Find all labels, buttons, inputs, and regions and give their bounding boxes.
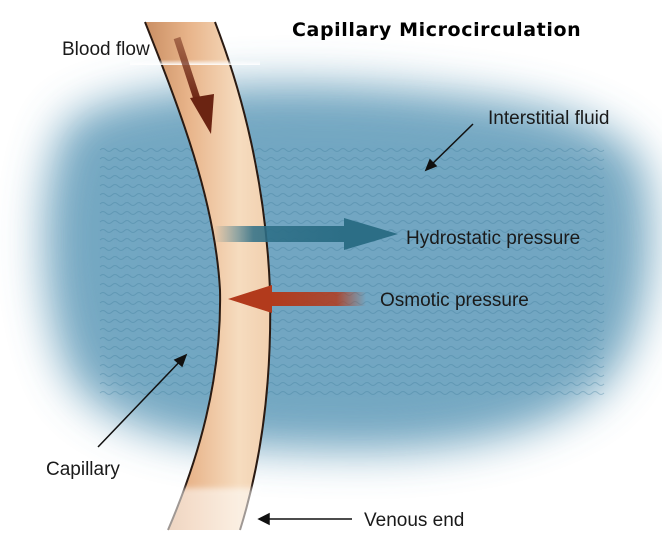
fluid-ripple-line	[99, 166, 605, 170]
fluid-ripple-line	[99, 328, 605, 332]
hydrostatic-pressure-label: Hydrostatic pressure	[406, 228, 580, 249]
diagram-title: Capillary Microcirculation	[292, 19, 581, 41]
fluid-ripple-line	[99, 265, 605, 269]
capillary-pointer	[97, 354, 187, 448]
fluid-ripple-line	[99, 310, 605, 314]
osmotic-pressure-label: Osmotic pressure	[380, 290, 529, 311]
fluid-ripple-line	[99, 283, 605, 287]
osmotic-pressure-arrow	[228, 285, 366, 313]
fluid-ripple-line	[99, 346, 605, 350]
fluid-ripple-line	[99, 391, 605, 395]
fluid-ripple-line	[99, 337, 605, 341]
capillary-label: Capillary	[46, 459, 120, 480]
fluid-ripple-line	[99, 256, 605, 260]
fluid-ripple-line	[99, 373, 605, 377]
fluid-ripple-line	[99, 382, 605, 386]
fluid-ripple-line	[99, 175, 605, 179]
venous-end-label: Venous end	[364, 510, 464, 531]
fluid-ripple-line	[99, 274, 605, 278]
fluid-ripple-line	[99, 184, 605, 188]
fluid-ripple-line	[99, 247, 605, 251]
blood-flow-label: Blood flow	[62, 39, 150, 60]
fluid-ripple-line	[99, 364, 605, 368]
fluid-ripple-line	[99, 319, 605, 323]
fluid-ripple-line	[99, 148, 605, 152]
fluid-ripple-line	[99, 202, 605, 206]
interstitial-fluid-label: Interstitial fluid	[488, 108, 609, 129]
blood-flow-arrow	[173, 36, 214, 134]
hydrostatic-pressure-arrow	[214, 218, 398, 250]
interstitial-fluid-pointer	[425, 123, 474, 171]
fluid-ripple-line	[99, 157, 605, 161]
fluid-ripple-line	[99, 211, 605, 215]
interstitial-fluid-area	[44, 84, 651, 451]
fluid-ripple-line	[99, 193, 605, 197]
label-pointers	[97, 123, 474, 526]
